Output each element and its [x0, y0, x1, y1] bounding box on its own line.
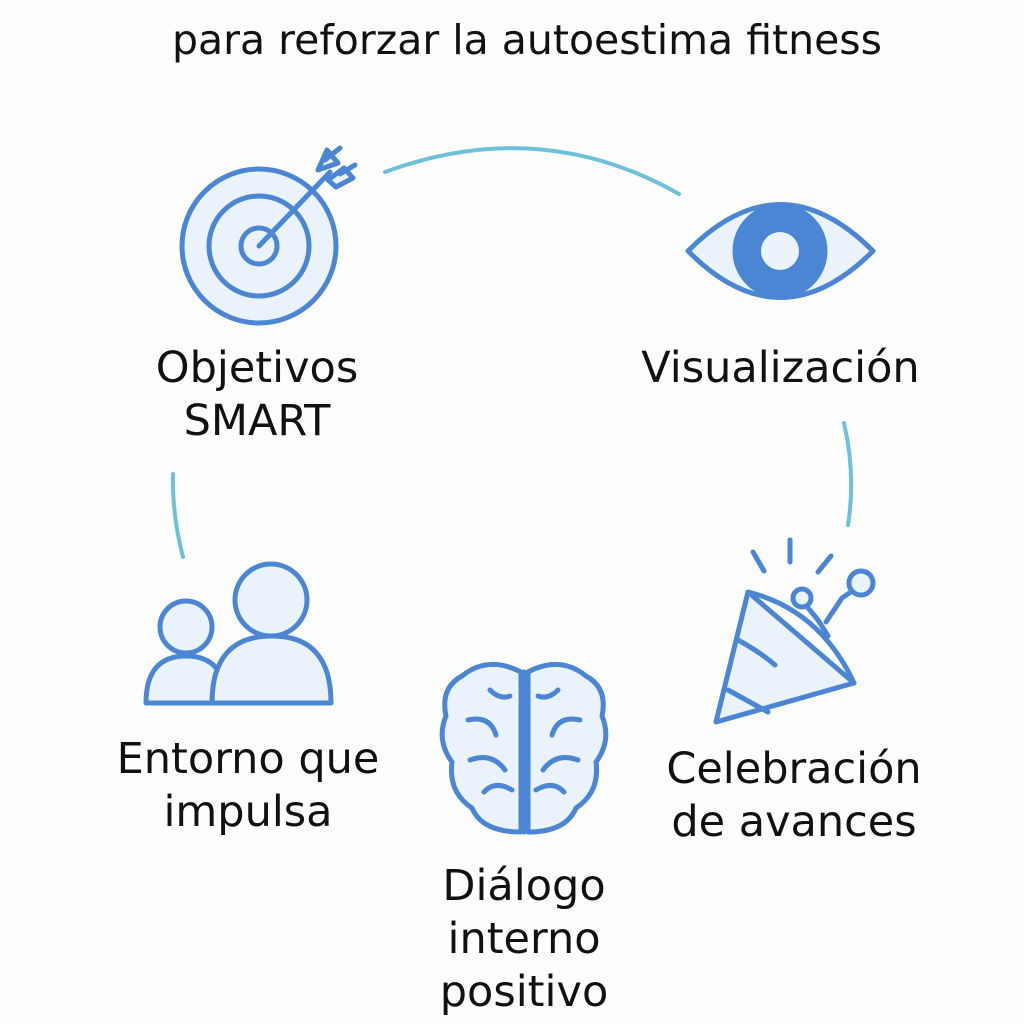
node-label-line: SMART [183, 396, 331, 446]
connector-visualizacion-celebracion [842, 421, 854, 527]
node-label-line: impulsa [163, 787, 333, 837]
connectors [170, 146, 854, 559]
node-label-line: Visualización [641, 343, 920, 393]
brain-icon [439, 661, 609, 835]
node-label-line: Diálogo [442, 861, 606, 911]
node-label-line: interno [447, 914, 601, 964]
target-arrow-icon [179, 145, 358, 326]
eye-icon [685, 202, 876, 300]
node-label-line: Objetivos [155, 343, 359, 393]
connector-entorno-objetivos [170, 472, 185, 559]
node-label-dialogo: Diálogo interno positivo [384, 860, 664, 1019]
node-label-celebracion: Celebración de avances [634, 743, 954, 849]
people-icon [143, 561, 334, 706]
connector-objetivos-visualizacion [383, 146, 681, 196]
party-popper-icon [713, 537, 876, 725]
node-label-entorno: Entorno que impulsa [88, 733, 408, 839]
node-label-line: Celebración [666, 744, 922, 794]
node-label-line: Entorno que [116, 734, 380, 784]
node-label-visualizacion: Visualización [598, 342, 963, 395]
node-label-line: de avances [671, 797, 917, 847]
node-label-objetivos: Objetivos SMART [107, 342, 407, 448]
diagram-title: para reforzar la autoestima fitness [171, 16, 883, 64]
node-label-line: positivo [439, 967, 609, 1017]
